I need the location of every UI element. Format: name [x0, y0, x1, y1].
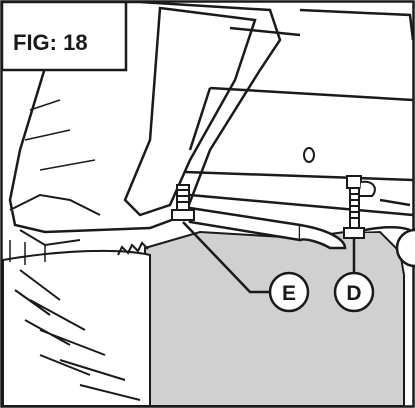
callout-d: D: [333, 271, 375, 313]
callout-e: E: [268, 271, 310, 313]
bolt-d: [343, 175, 376, 239]
bolt-e: [171, 184, 195, 221]
callout-e-label: E: [282, 282, 296, 305]
shaded-deflector-panel: [144, 230, 405, 407]
figure-label-box: FIG: 18: [0, 0, 128, 72]
side-pin: [395, 228, 415, 268]
saw-blade: [2, 241, 151, 407]
callout-d-label: D: [346, 282, 361, 305]
adjusting-bracket: [188, 206, 411, 250]
figure-label: FIG: 18: [13, 30, 88, 55]
mounting-hole: [303, 147, 315, 163]
leader-line-e: [182, 221, 270, 294]
frame-structure: [184, 8, 415, 217]
